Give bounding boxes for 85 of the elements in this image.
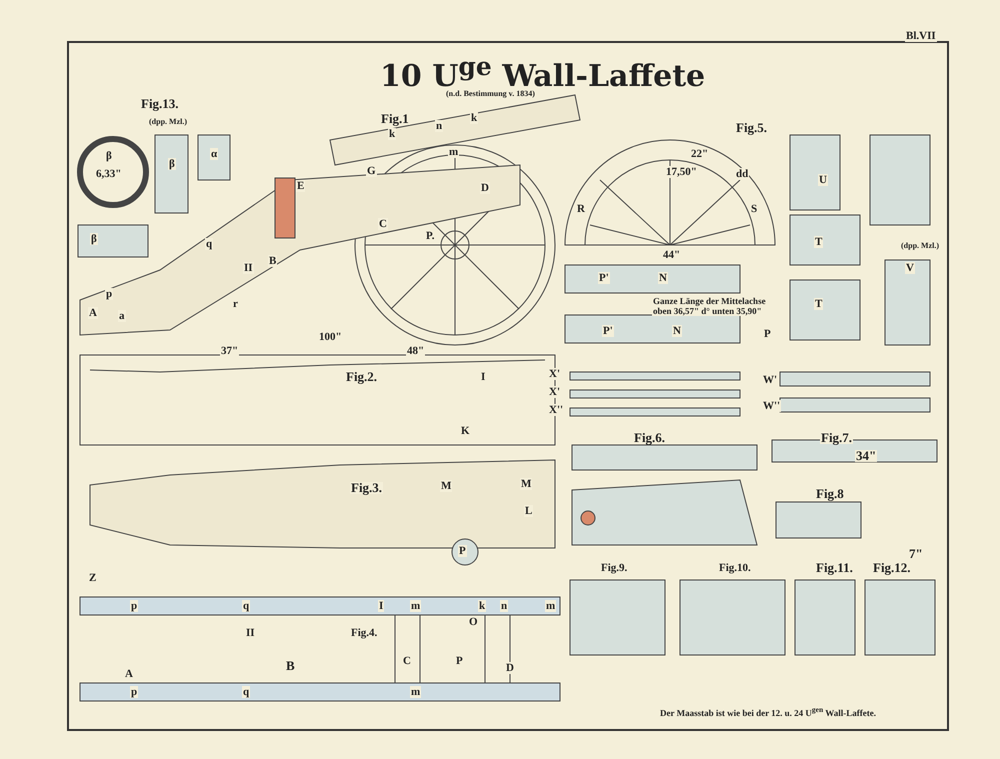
part-label: Fig.9. (600, 562, 628, 574)
part-label: K (460, 425, 471, 437)
part-label: Fig.10. (718, 562, 752, 574)
part-label: V (905, 262, 915, 274)
figure-label: B (285, 660, 296, 672)
part-label: S (750, 203, 758, 215)
part-label: W'' (762, 400, 782, 412)
part-label: P (458, 545, 467, 557)
figure-label: Fig.8 (815, 488, 845, 500)
part-label: O (468, 616, 479, 628)
part-label: n (435, 120, 444, 132)
part-label: A (88, 307, 98, 319)
part-label: II (243, 262, 254, 274)
part-label: Z (88, 572, 98, 584)
part-label: k (478, 600, 486, 612)
figure-label: Fig.13. (140, 98, 180, 110)
figure-label: Fig.12. (872, 562, 912, 574)
part-label: 100" (318, 331, 343, 343)
part-label: m (410, 600, 422, 612)
plate-number: Bl.VII (905, 30, 937, 42)
figure-label: Fig.6. (633, 432, 666, 444)
part-label: U (818, 174, 828, 186)
part-label: D (505, 662, 515, 674)
part-label: a (118, 310, 126, 322)
part-label: q (205, 238, 214, 250)
part-label: G (366, 165, 377, 177)
part-label: N (658, 272, 668, 284)
part-label: II (245, 627, 256, 639)
part-label: T (814, 298, 824, 310)
part-label: P. (425, 230, 436, 242)
scale-note: Der Maasstab ist wie bei der 12. u. 24 U$^{gen}$ Wall-Laffete. (660, 705, 876, 718)
part-label: C (402, 655, 412, 667)
part-label: n (500, 600, 508, 612)
part-label: I (378, 600, 384, 612)
part-label: M (520, 478, 532, 490)
part-label: β (105, 150, 113, 162)
part-label: q (242, 600, 250, 612)
part-label: m (545, 600, 556, 612)
part-label: (dpp. Mzl.) (148, 116, 188, 128)
part-label: N (672, 325, 682, 337)
part-label: T (814, 236, 824, 248)
part-label: k (470, 112, 478, 124)
part-label: 44" (662, 249, 682, 261)
part-label: α (210, 148, 218, 160)
part-label: k (388, 128, 396, 140)
part-label: P (455, 655, 464, 667)
part-label: P' (598, 272, 610, 284)
figure-label: Fig.3. (350, 482, 384, 494)
part-label: (dpp. Mzl.) (900, 240, 940, 252)
figure-label: Fig.1 (380, 113, 410, 125)
part-label: Fig.4. (350, 627, 378, 639)
part-label: B (268, 255, 278, 267)
part-label: 48" (406, 345, 426, 357)
part-label: A (124, 668, 134, 680)
part-label: X' (548, 368, 561, 380)
part-label: R (576, 203, 586, 215)
figure-label: Fig.7. (820, 432, 854, 444)
part-label: m (410, 686, 422, 698)
part-label: C (378, 218, 388, 230)
part-label: P (763, 328, 772, 340)
part-label: p (130, 686, 138, 698)
part-label: β (90, 233, 98, 245)
part-label: 22" (690, 148, 710, 160)
part-label: 6,33" (95, 168, 122, 180)
part-label: X'' (548, 404, 564, 416)
part-label: dd (735, 168, 750, 180)
part-label: W' (762, 374, 778, 386)
figure-label: Fig.5. (735, 122, 768, 134)
figure-label: 34" (855, 450, 878, 462)
part-label: D (480, 182, 490, 194)
part-label: E (296, 180, 306, 192)
part-label: M (440, 480, 452, 492)
part-label: p (105, 288, 114, 300)
part-label: L (524, 505, 534, 517)
figure-label: Fig.11. (815, 562, 854, 574)
part-label: 37" (220, 345, 240, 357)
part-label: I (480, 371, 486, 383)
part-label: p (130, 600, 138, 612)
figure-label: Fig.2. (345, 371, 378, 383)
part-label: β (168, 158, 176, 170)
part-label: X' (548, 386, 561, 398)
part-label: q (242, 686, 250, 698)
part-label: 17,50" (665, 166, 698, 178)
figure-label: 7" (908, 548, 924, 560)
part-label: P' (602, 325, 614, 337)
